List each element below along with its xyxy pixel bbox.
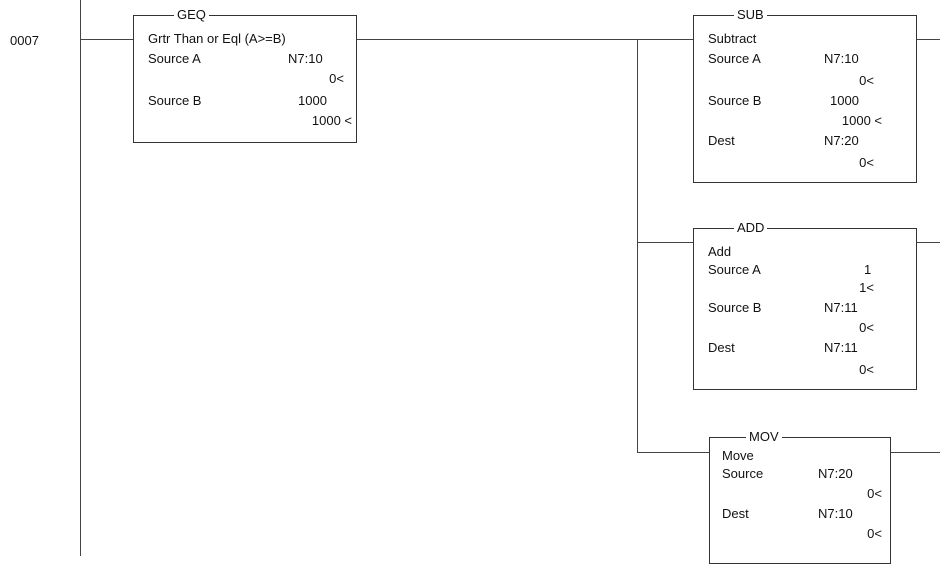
sub-mnemonic: SUB xyxy=(734,7,767,23)
geq-description: Grtr Than or Eql (A>=B) xyxy=(148,31,286,46)
rung-wire-geq-to-branch xyxy=(355,39,638,40)
mov-source-address[interactable]: N7:20 xyxy=(818,466,853,481)
add-out-wire xyxy=(915,242,940,243)
add-dest-label: Dest xyxy=(708,340,735,355)
add-description: Add xyxy=(708,244,732,259)
mov-dest-label: Dest xyxy=(722,506,749,521)
sub-instruction[interactable]: SUB Subtract Source A N7:10 0< Source B … xyxy=(693,7,917,183)
add-source-a-value: 1< xyxy=(859,280,874,295)
geq-source-b-address[interactable]: 1000 xyxy=(298,93,327,108)
add-dest-value: 0< xyxy=(859,362,874,377)
geq-mnemonic: GEQ xyxy=(174,7,209,23)
branch-vertical xyxy=(637,39,638,452)
sub-dest-address[interactable]: N7:20 xyxy=(824,133,859,148)
mov-dest-address[interactable]: N7:10 xyxy=(818,506,853,521)
geq-source-a-value: 0< xyxy=(329,71,344,86)
geq-source-b-label: Source B xyxy=(148,93,202,108)
add-source-a-label: Source A xyxy=(708,262,761,277)
sub-description: Subtract xyxy=(708,31,757,46)
mov-dest-value: 0< xyxy=(867,526,882,541)
rung-number: 0007 xyxy=(10,33,39,48)
sub-source-b-label: Source B xyxy=(708,93,762,108)
rung-wire-branch-to-sub xyxy=(637,39,693,40)
rung-wire-sub-out xyxy=(915,39,940,40)
add-source-b-label: Source B xyxy=(708,300,762,315)
add-dest-address[interactable]: N7:11 xyxy=(824,340,858,355)
sub-source-a-address[interactable]: N7:10 xyxy=(824,51,859,66)
branch-wire-to-add xyxy=(637,242,693,243)
sub-source-a-value: 0< xyxy=(859,73,874,88)
geq-source-a-address[interactable]: N7:10 xyxy=(288,51,323,66)
mov-out-wire xyxy=(889,452,940,453)
add-source-a-address[interactable]: 1 xyxy=(864,262,872,277)
branch-wire-to-mov xyxy=(637,452,709,453)
sub-source-b-address[interactable]: 1000 xyxy=(830,93,859,108)
sub-dest-label: Dest xyxy=(708,133,735,148)
sub-source-a-label: Source A xyxy=(708,51,761,66)
left-power-rail xyxy=(80,0,81,556)
mov-description: Move xyxy=(722,448,754,463)
sub-source-b-value: 1000 < xyxy=(841,113,882,128)
add-mnemonic: ADD xyxy=(734,220,768,236)
rung-wire-to-geq xyxy=(80,39,133,40)
add-source-b-address[interactable]: N7:11 xyxy=(824,300,858,315)
geq-source-b-value: 1000 < xyxy=(311,113,352,128)
add-instruction[interactable]: ADD Add Source A 1 1< Source B N7:11 0< … xyxy=(693,220,917,390)
mov-source-value: 0< xyxy=(867,486,882,501)
geq-instruction[interactable]: GEQ Grtr Than or Eql (A>=B) Source A N7:… xyxy=(133,7,357,143)
add-source-b-value: 0< xyxy=(859,320,874,335)
mov-mnemonic: MOV xyxy=(746,429,782,445)
sub-dest-value: 0< xyxy=(859,155,874,170)
mov-instruction[interactable]: MOV Move Source N7:20 0< Dest N7:10 0< xyxy=(709,429,891,564)
geq-source-a-label: Source A xyxy=(148,51,201,66)
mov-source-label: Source xyxy=(722,466,764,481)
